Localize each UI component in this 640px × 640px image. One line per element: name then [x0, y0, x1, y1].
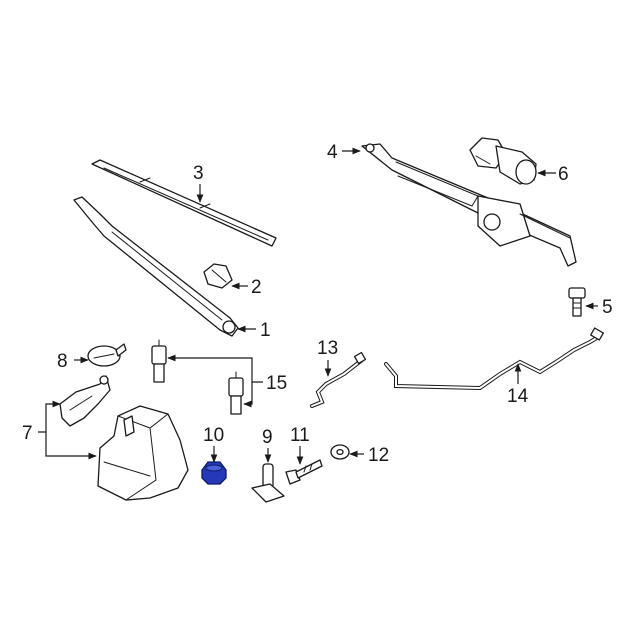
callout-7: 7: [22, 423, 33, 444]
callout-5: 5: [602, 297, 613, 318]
callout-2: 2: [251, 277, 262, 298]
wiper-motor-part[interactable]: [469, 137, 537, 185]
washer-hose-part[interactable]: [310, 351, 367, 408]
leader-lines: [38, 147, 598, 465]
washer-pump-upper-part[interactable]: [151, 339, 167, 383]
callout-11: 11: [290, 425, 310, 446]
callout-10: 10: [203, 425, 224, 446]
callout-8: 8: [57, 351, 68, 372]
flat-washer-part[interactable]: [330, 444, 350, 460]
callout-4: 4: [327, 142, 338, 163]
callout-12: 12: [368, 445, 389, 466]
washer-pump-lower-part[interactable]: [228, 371, 244, 415]
callout-15: 15: [266, 373, 287, 394]
callout-1: 1: [260, 320, 271, 341]
wiper-blade-part[interactable]: [91, 159, 277, 247]
callout-9: 9: [262, 427, 273, 448]
reservoir-bracket-part[interactable]: [59, 375, 111, 427]
reservoir-cap-part[interactable]: [87, 343, 127, 367]
washer-nozzle-part[interactable]: [251, 463, 285, 503]
callout-14: 14: [507, 386, 529, 407]
grommet-part[interactable]: [201, 461, 227, 485]
callout-6: 6: [558, 164, 569, 185]
callout-13: 13: [317, 338, 338, 359]
hose-assembly-part[interactable]: [384, 327, 604, 391]
linkage-frame-part[interactable]: [361, 143, 577, 267]
bolt-part[interactable]: [568, 287, 586, 317]
callout-3: 3: [193, 163, 204, 184]
arm-cap-part[interactable]: [203, 263, 233, 289]
washer-reservoir-part[interactable]: [97, 405, 189, 501]
mounting-bolt-part[interactable]: [285, 459, 323, 485]
